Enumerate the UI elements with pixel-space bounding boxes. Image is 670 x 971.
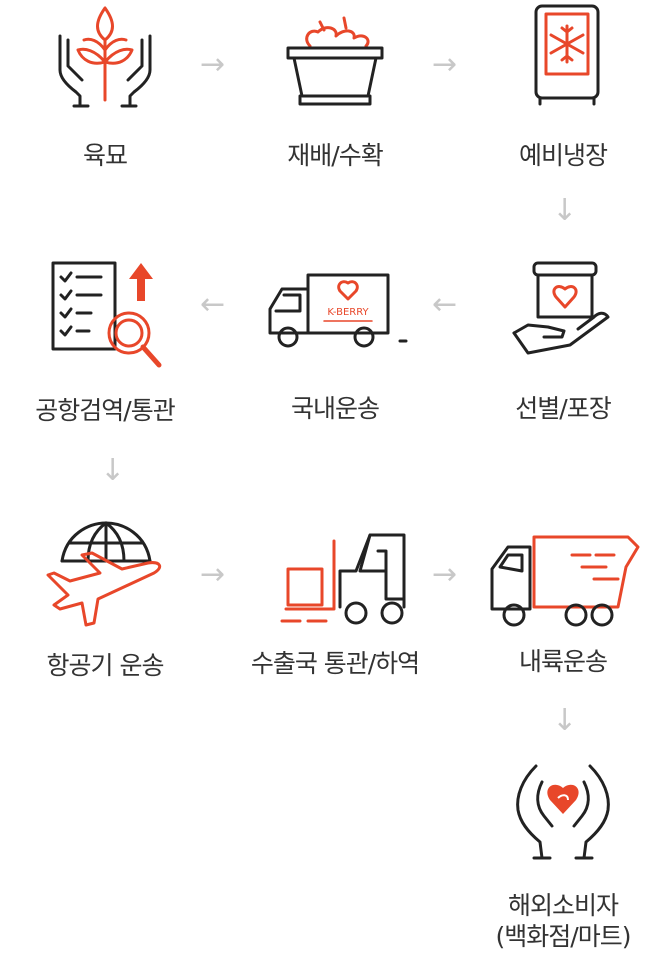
step-label-sub: (백화점/마트) [495,922,632,952]
step-label: 재배/수확 [287,141,383,170]
airplane-globe-icon [46,521,162,627]
step-destination-customs: 수출국 통관/하역 [240,515,430,679]
harvest-basket-icon [286,16,384,106]
step-label: 항공기 운송 [46,651,165,680]
step-label: 해외소비자 [507,891,619,920]
step-packing: 선별/포장 [468,255,658,424]
brand-text: K-BERRY [327,307,369,318]
arrow-down: ↓ [552,193,578,228]
step-harvest: 재배/수확 [240,0,430,171]
step-label: 국내운송 [290,394,380,423]
step-label: 선별/포장 [515,394,611,423]
delivery-truck-icon: K-BERRY [268,273,408,348]
step-label: 예비냉장 [518,141,608,170]
step-domestic-transport: K-BERRY 국내운송 [240,255,430,424]
consumer-hands-icon [516,764,610,860]
step-precooling: 예비냉장 [468,0,658,171]
step-consumer: 해외소비자 (백화점/마트) [468,760,658,953]
fast-truck-icon [490,535,640,627]
step-label: 육묘 [82,141,128,170]
step-air-transport: 항공기 운송 [10,515,200,681]
arrow-right: → [432,557,458,592]
step-seedling: 육묘 [10,0,200,171]
arrow-left: ← [432,287,458,322]
step-label: 수출국 통관/하역 [250,649,420,678]
inspection-checklist-icon [51,261,162,368]
packing-hand-icon [512,261,610,355]
arrow-down: ↓ [552,703,578,738]
step-quarantine: 공항검역/통관 [10,255,200,426]
arrow-right: → [200,557,226,592]
forklift-icon [280,533,406,625]
seedling-hands-icon [58,6,152,108]
step-inland-transport: 내륙운송 [468,515,658,677]
step-label: 내륙운송 [518,647,608,676]
arrow-left: ← [200,287,226,322]
arrow-right: → [200,47,226,82]
arrow-right: → [432,47,458,82]
refrigerator-snowflake-icon [534,4,600,106]
arrow-down: ↓ [100,453,126,488]
step-label: 공항검역/통관 [35,396,175,425]
